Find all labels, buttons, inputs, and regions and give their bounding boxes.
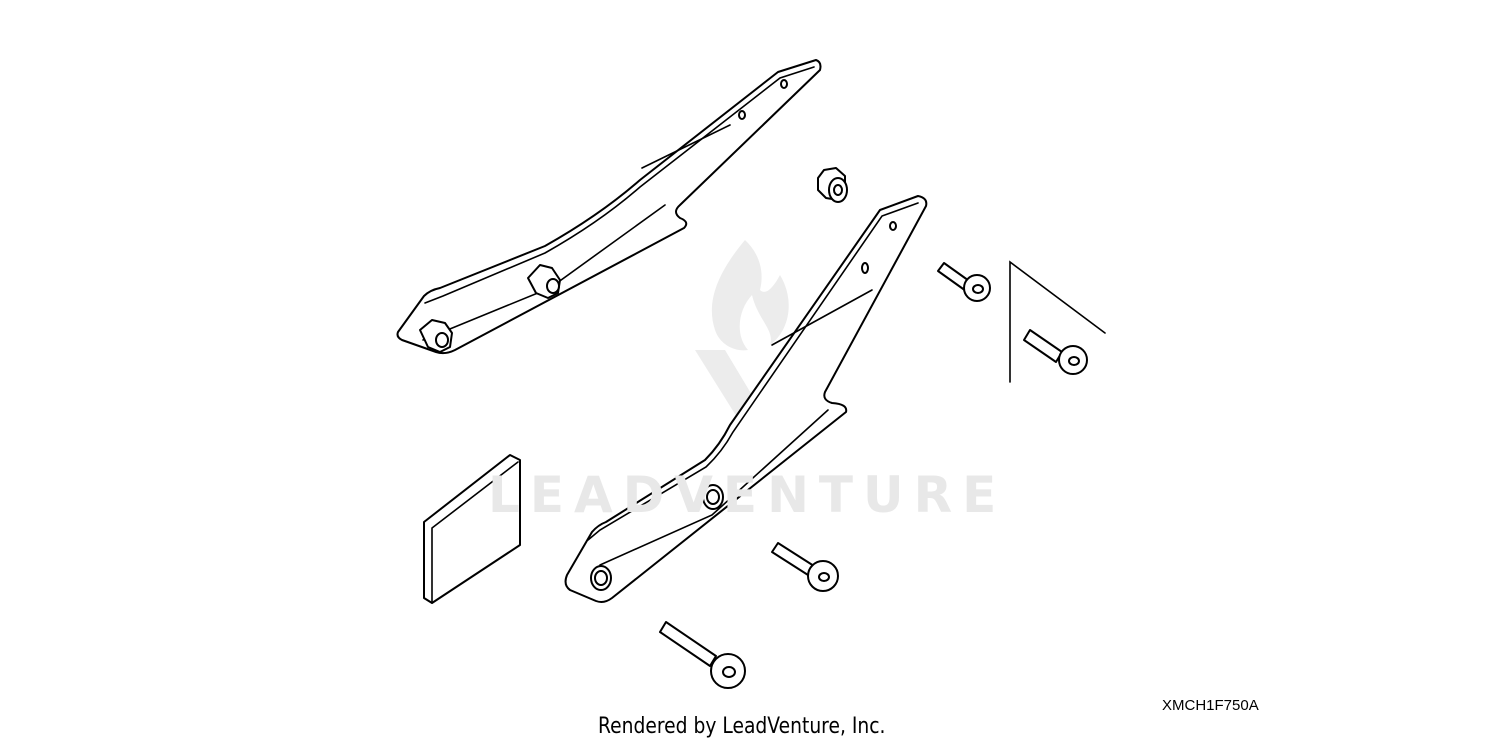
watermark-text: LEADVENTURE bbox=[488, 466, 1007, 524]
bolt bbox=[659, 621, 746, 689]
part-code: XMCH1F750A bbox=[1162, 697, 1259, 714]
credit-text: Rendered by LeadVenture, Inc. bbox=[598, 714, 886, 739]
bolt bbox=[771, 542, 839, 592]
bolt bbox=[1023, 329, 1088, 375]
reference-bracket bbox=[1009, 260, 1106, 383]
flange-nut bbox=[817, 167, 848, 203]
right-bracket bbox=[564, 195, 928, 603]
rubber-pad bbox=[423, 454, 521, 604]
bolt bbox=[937, 262, 991, 302]
left-bracket bbox=[396, 59, 822, 355]
